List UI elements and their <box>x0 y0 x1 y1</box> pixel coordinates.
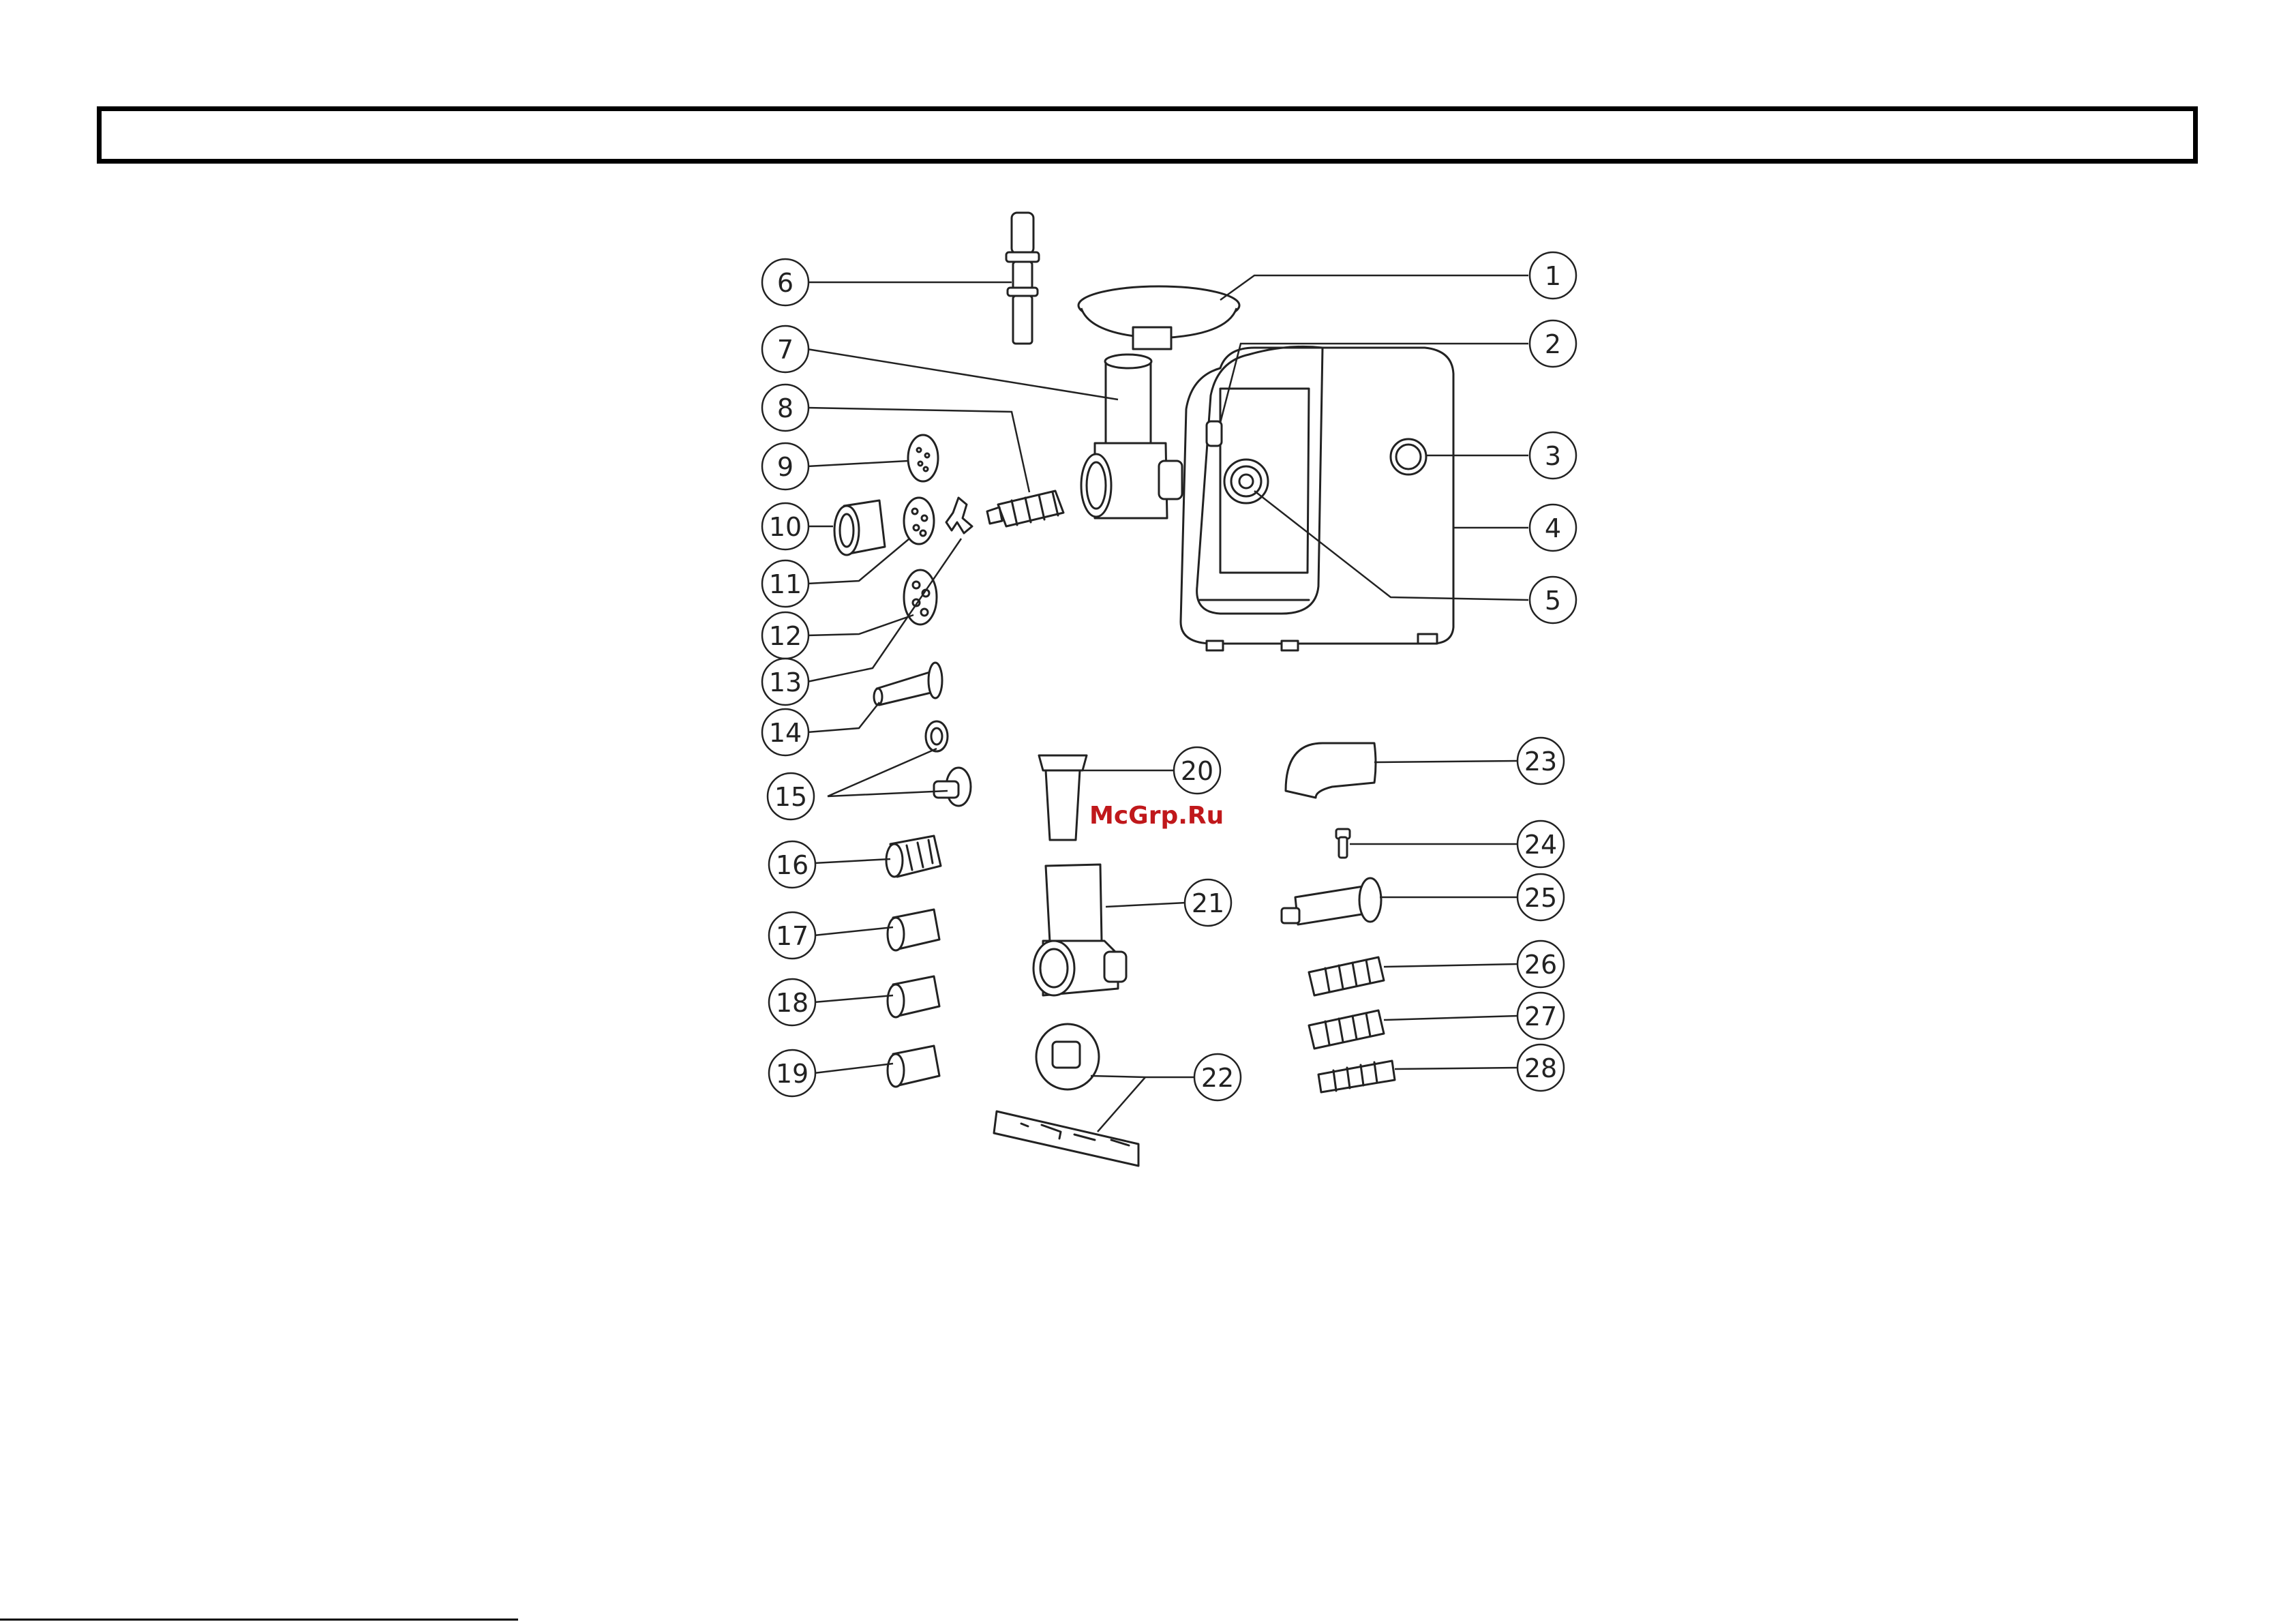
callout-15: 15 <box>768 773 814 819</box>
pusher-part <box>1006 213 1039 344</box>
svg-text:26: 26 <box>1524 950 1557 980</box>
svg-text:8: 8 <box>777 393 794 423</box>
callout-1: 1 <box>1530 252 1576 299</box>
svg-text:14: 14 <box>769 718 802 748</box>
callout-6: 6 <box>762 259 809 305</box>
callout-11: 11 <box>762 560 809 607</box>
sausage-nozzle-part <box>874 663 942 705</box>
callout-4: 4 <box>1530 505 1576 551</box>
svg-text:16: 16 <box>776 850 809 880</box>
svg-text:6: 6 <box>777 268 794 298</box>
juicer-cover-part <box>1286 743 1376 798</box>
blade-part <box>946 498 972 533</box>
plate-11 <box>904 498 934 544</box>
slicer-cover-part <box>994 1024 1138 1166</box>
plate-9 <box>908 435 938 481</box>
slicer-pusher-part <box>1039 755 1087 840</box>
tray-part <box>1078 286 1239 349</box>
drum-17 <box>888 909 939 950</box>
drum-18 <box>888 976 939 1017</box>
svg-text:25: 25 <box>1524 883 1557 913</box>
callout-20: 20 <box>1174 747 1220 794</box>
juicer-screen-26 <box>1309 957 1384 995</box>
svg-text:22: 22 <box>1201 1063 1234 1093</box>
drum-19 <box>888 1046 939 1087</box>
callout-12: 12 <box>762 612 809 659</box>
callout-19: 19 <box>769 1050 815 1096</box>
callout-24: 24 <box>1517 821 1564 867</box>
callout-21: 21 <box>1185 879 1231 926</box>
motor-housing-part <box>1181 346 1453 650</box>
svg-text:20: 20 <box>1181 756 1213 786</box>
svg-text:19: 19 <box>776 1059 809 1089</box>
svg-text:28: 28 <box>1524 1053 1557 1083</box>
callout-26: 26 <box>1517 941 1564 987</box>
ring-nut-part <box>834 500 885 555</box>
grinder-head-part <box>1081 355 1182 518</box>
callout-3: 3 <box>1530 432 1576 479</box>
callout-10: 10 <box>762 503 809 550</box>
callout-5: 5 <box>1530 577 1576 623</box>
kebbe-attachment-part <box>926 721 971 806</box>
svg-text:24: 24 <box>1524 830 1557 860</box>
callout-28: 28 <box>1517 1044 1564 1091</box>
svg-text:2: 2 <box>1545 329 1561 359</box>
svg-text:3: 3 <box>1545 441 1561 471</box>
callout-14: 14 <box>762 709 809 755</box>
callout-2: 2 <box>1530 320 1576 367</box>
juicer-screen-27 <box>1309 1010 1384 1049</box>
svg-text:7: 7 <box>777 335 794 365</box>
callout-27: 27 <box>1517 993 1564 1039</box>
auger-part <box>987 491 1063 526</box>
callout-8: 8 <box>762 385 809 431</box>
svg-text:13: 13 <box>769 667 802 697</box>
svg-text:18: 18 <box>776 988 809 1018</box>
svg-text:9: 9 <box>777 452 794 482</box>
watermark-text: McGrp.Ru <box>1089 802 1224 830</box>
slicer-body-part <box>1033 864 1126 995</box>
svg-text:10: 10 <box>769 512 802 542</box>
svg-text:11: 11 <box>769 569 802 599</box>
svg-text:17: 17 <box>776 921 809 951</box>
svg-text:5: 5 <box>1545 586 1561 616</box>
svg-text:15: 15 <box>774 782 807 812</box>
juicer-auger-part <box>1318 1061 1395 1092</box>
callout-13: 13 <box>762 659 809 705</box>
callout-7: 7 <box>762 326 809 372</box>
footer-rule <box>0 1619 518 1621</box>
callout-22: 22 <box>1194 1054 1241 1100</box>
svg-text:27: 27 <box>1524 1002 1557 1032</box>
svg-text:21: 21 <box>1192 888 1224 918</box>
callout-16: 16 <box>769 841 815 888</box>
juicer-screw-part <box>1336 829 1350 858</box>
svg-text:12: 12 <box>769 621 802 651</box>
drum-16 <box>886 836 941 877</box>
callout-25: 25 <box>1517 874 1564 920</box>
callout-17: 17 <box>769 912 815 959</box>
juicer-body-part <box>1282 878 1381 924</box>
callout-9: 9 <box>762 443 809 490</box>
svg-text:23: 23 <box>1524 747 1557 777</box>
callout-18: 18 <box>769 979 815 1025</box>
callout-23: 23 <box>1517 738 1564 784</box>
svg-text:4: 4 <box>1545 513 1561 543</box>
svg-text:1: 1 <box>1545 261 1561 291</box>
